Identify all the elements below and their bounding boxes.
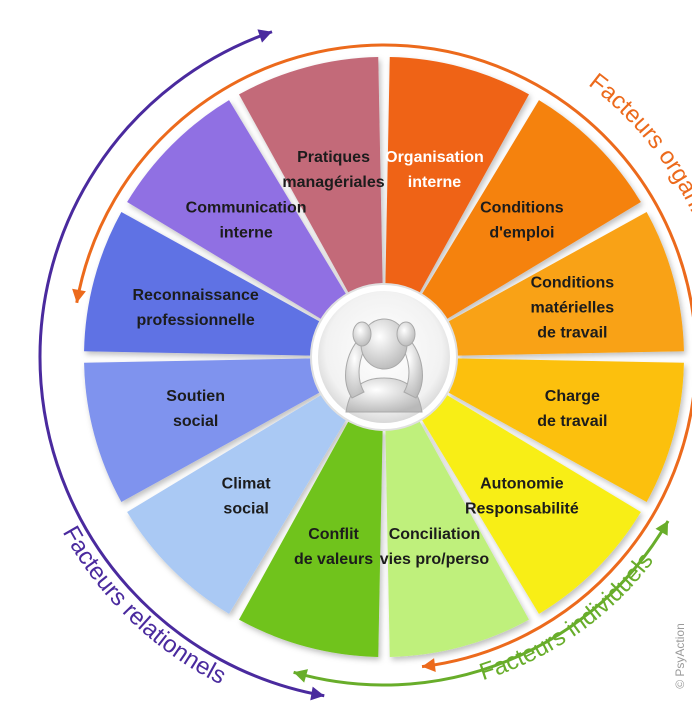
segment-reconnaissance-professionnelle — [84, 212, 321, 356]
segment-soutien-social — [84, 358, 321, 502]
segment-conciliation-vies — [385, 420, 529, 657]
segment-communication-interne — [127, 100, 347, 320]
center-hub — [310, 283, 458, 431]
copyright-text: © PsyAction — [673, 623, 687, 689]
relational-factors-arc-arrowhead-start — [257, 29, 273, 43]
segment-conflit-de-valeurs — [239, 420, 383, 657]
segment-organisation-interne — [385, 57, 529, 294]
segment-climat-social — [127, 394, 347, 614]
segment-autonomie-responsabilite — [421, 394, 641, 614]
organisational-factors-arc-arrowhead-start — [72, 288, 86, 303]
individual-factors-arc-arrowhead-start — [655, 521, 669, 536]
wheel-segments — [84, 57, 684, 657]
organisational-factors-arc-arrowhead-end — [422, 658, 436, 673]
organisational-factors-arc — [75, 43, 692, 669]
relational-factors-arc — [38, 30, 325, 698]
individual-factors-arc — [293, 520, 670, 687]
individual-factors-arc-arrowhead-end — [293, 669, 309, 683]
segment-conditions-emploi — [421, 100, 641, 320]
relational-factors-arc-arrowhead-end — [310, 686, 325, 701]
segment-charge-de-travail — [447, 358, 684, 502]
copyright-notice: © PsyAction — [670, 605, 688, 705]
segment-pratiques-manageriales — [239, 57, 383, 294]
stressed-person-icon — [345, 318, 423, 413]
segment-conditions-materielles — [447, 212, 684, 356]
